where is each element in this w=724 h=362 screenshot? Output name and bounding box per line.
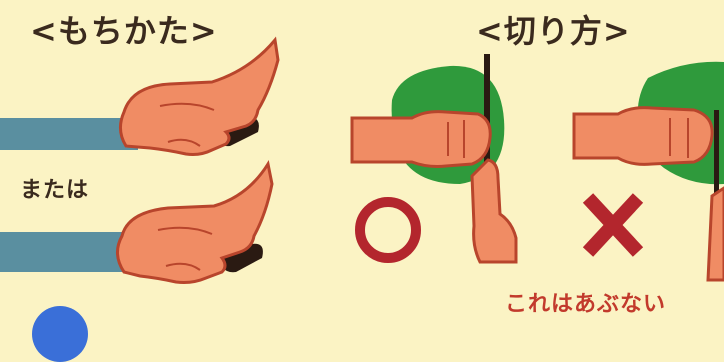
holding-hand-correct <box>352 112 490 167</box>
heading-how-to-hold: <もちかた> <box>30 6 218 52</box>
hand-top <box>120 40 278 155</box>
holding-hand-wrong <box>574 108 712 165</box>
knife-hand-correct <box>472 160 516 262</box>
or-label: または <box>20 172 89 204</box>
sleeve-bottom <box>0 232 132 272</box>
sleeve-top <box>0 118 138 150</box>
wrong-cross-mark <box>588 198 638 252</box>
cut-correct-illustration <box>352 54 516 262</box>
correct-circle-mark <box>360 202 416 258</box>
dangerous-label: これはあぶない <box>505 286 666 318</box>
hold-illustration-top <box>0 40 278 155</box>
heading-how-to-cut: <切り方> <box>476 6 631 52</box>
corner-circle <box>32 306 88 362</box>
